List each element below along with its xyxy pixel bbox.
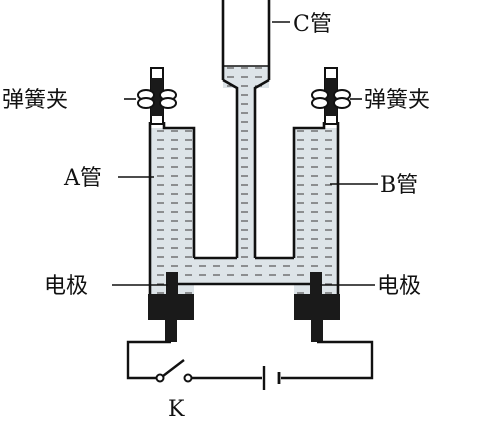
label-switch-k: K [168,397,185,422]
battery-icon [262,366,281,390]
label-electrode-left: 电极 [44,274,88,299]
electrode-left-icon [148,272,194,342]
tube-c [221,0,271,258]
circuit [126,340,374,380]
leader-lines [112,21,378,286]
switch-k-icon [155,359,193,383]
liquid-fill [150,66,338,296]
spring-clip-left-icon [137,67,177,125]
electrode-right-icon [294,272,340,342]
label-clip-right: 弹簧夹 [364,88,430,113]
label-tube-a: A管 [63,166,102,191]
label-clip-left: 弹簧夹 [2,88,68,113]
spring-clip-right-icon [311,67,351,125]
bottom-channel [176,256,312,286]
label-electrode-right: 电极 [377,274,421,299]
label-tube-c: C管 [293,12,332,37]
label-tube-b: B管 [380,173,418,198]
